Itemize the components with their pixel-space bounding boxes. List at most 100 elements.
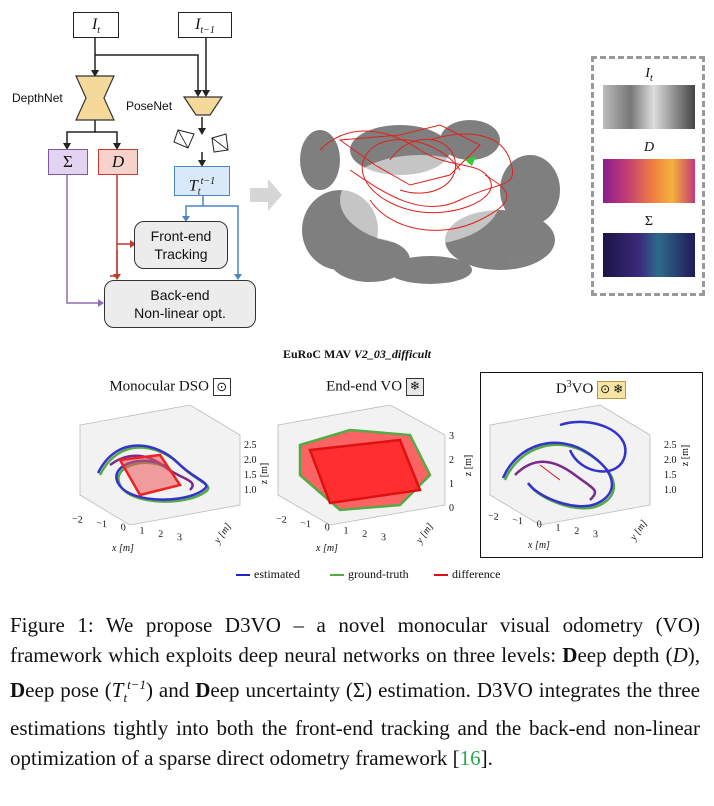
- caption-d2-bold: D: [10, 678, 26, 702]
- inset-image-label: It: [604, 66, 694, 84]
- input-prev-sub: t−1: [200, 25, 215, 37]
- mono-network-icon: ⊙ ❄: [597, 380, 627, 399]
- plot-2-z-tick: 0: [449, 503, 454, 514]
- depthnet-shape: [75, 75, 115, 121]
- pipeline-diagram: It It−1 DepthNet PoseNet Σ D Ttt−1 Front…: [0, 0, 260, 335]
- x-tick: 3: [592, 528, 598, 541]
- inset-image-sub: t: [649, 72, 653, 84]
- caption-d3-bold: D: [195, 678, 211, 702]
- inset-uncertainty-thumbnail: [603, 233, 695, 277]
- plot-1-z-tick: 1.0: [244, 485, 257, 496]
- x-tick: 0: [120, 521, 126, 534]
- panel-monocular-dso: Monocular DSO ⊙: [70, 370, 270, 560]
- panel-1-title-text: Monocular DSO: [109, 378, 209, 395]
- caption-d2-symbol: T: [111, 678, 124, 702]
- x-tick: −2: [72, 513, 83, 527]
- input-frame-current: It: [73, 12, 119, 38]
- plot-1-z-label: z [m]: [259, 462, 271, 485]
- caption-d2-sup: t−1: [127, 677, 146, 692]
- x-tick: 1: [139, 525, 145, 538]
- plot-3-z-tick: 1.5: [664, 470, 677, 481]
- caption-d2-close: ) and: [145, 678, 196, 702]
- inset-depth-label: D: [643, 140, 655, 155]
- inset-image-i: I: [645, 66, 650, 81]
- input-current-label: I: [91, 16, 98, 33]
- trajectory-plots: [79, 404, 651, 526]
- x-tick: −1: [512, 514, 524, 528]
- backend-line2: Non-linear opt.: [134, 305, 226, 321]
- results-title-sequence: V2_03_difficult: [353, 347, 432, 361]
- frontend-tracking-box: Front-end Tracking: [134, 221, 228, 269]
- caption-text-a: We propose D3VO – a novel monocular visu…: [10, 613, 700, 667]
- legend-swatch-ground-truth: [330, 573, 344, 576]
- plot-2-z-ticks: 3 2 1 0: [449, 425, 454, 521]
- plot-1-z-tick: 2.0: [244, 455, 257, 466]
- panel-1-title: Monocular DSO ⊙: [80, 378, 260, 396]
- legend-swatch-estimated: [236, 573, 250, 576]
- plot-2-x-label: x [m]: [316, 543, 338, 554]
- pose-sup: t−1: [200, 176, 216, 187]
- panel-3-title: D3VO ⊙ ❄: [501, 379, 681, 399]
- x-tick: 1: [343, 525, 349, 538]
- posenet-label: PoseNet: [126, 99, 173, 113]
- x-tick: 3: [176, 531, 182, 544]
- x-tick: 3: [380, 531, 386, 544]
- plot-1-z-ticks: 2.5 2.0 1.5 1.0: [244, 438, 257, 498]
- pipeline-connectors: [63, 37, 242, 307]
- plot-3-frame: [489, 404, 651, 526]
- legend-item-difference: difference: [434, 567, 500, 582]
- caption-d2-sub: t: [123, 690, 128, 706]
- legend-item-ground-truth: ground-truth: [330, 567, 409, 582]
- x-tick: 0: [536, 518, 542, 531]
- plot-2-z-tick: 3: [449, 431, 454, 442]
- caption-d1-bold: D: [562, 643, 578, 667]
- uncertainty-output: Σ: [48, 149, 88, 175]
- plot-2-z-tick: 1: [449, 479, 454, 490]
- caption-reference-link[interactable]: 16: [459, 746, 481, 771]
- input-prev-label: I: [195, 16, 201, 33]
- network-icon: ❄: [405, 378, 424, 396]
- legend-item-estimated: estimated: [236, 567, 300, 582]
- legend-label-estimated: estimated: [254, 567, 300, 581]
- frontend-line1: Front-end: [150, 228, 212, 244]
- inset-depth-thumbnail: [603, 159, 695, 203]
- legend: estimated ground-truth difference: [236, 567, 536, 585]
- plot-1-x-label: x [m]: [112, 543, 134, 554]
- plot-3-z-tick: 2.0: [664, 455, 677, 466]
- plot-1-z-tick: 1.5: [244, 470, 257, 481]
- x-tick: 2: [574, 525, 580, 538]
- pose-sub: t: [197, 186, 201, 198]
- inset-image-thumbnail: [603, 85, 695, 129]
- input-frame-previous: It−1: [178, 12, 232, 38]
- backend-line1: Back-end: [150, 287, 210, 303]
- pose-symbol: T: [188, 177, 198, 195]
- depthnet-label: DepthNet: [12, 91, 63, 105]
- backend-optimization-box: Back-end Non-linear opt.: [104, 280, 256, 328]
- caption-figure-label: Figure 1:: [10, 613, 94, 637]
- x-tick: 2: [362, 528, 368, 541]
- plot-3-z-tick: 1.0: [664, 485, 677, 496]
- figure-caption: Figure 1: We propose D3VO – a novel mono…: [10, 610, 700, 773]
- reconstruction-pointcloud: [300, 120, 560, 284]
- panel-3-title-d: D: [555, 381, 567, 397]
- x-tick: −1: [300, 517, 312, 531]
- caption-d1-close: ),: [687, 643, 700, 667]
- caption-d2-rest: eep pose (: [25, 678, 112, 702]
- panel-d3vo: D3VO ⊙ ❄: [480, 372, 703, 558]
- x-tick: 0: [324, 521, 330, 534]
- panel-2-title-text: End-end VO: [326, 378, 403, 395]
- panel-2-title: End-end VO ❄: [285, 378, 465, 396]
- pose-output: Ttt−1: [174, 166, 230, 198]
- depth-output: D: [98, 149, 138, 175]
- depth-symbol: D: [111, 152, 125, 171]
- mono-icon: ⊙: [212, 378, 231, 396]
- plot-3-z-ticks: 2.5 2.0 1.5 1.0: [664, 438, 677, 498]
- frontend-line2: Tracking: [154, 246, 208, 262]
- caption-d1-symbol: D: [672, 643, 688, 667]
- legend-label-ground-truth: ground-truth: [348, 567, 409, 581]
- panel-3-title-sup: 3: [566, 379, 572, 390]
- caption-d3-rest: eep uncertainty (Σ) estimation. D3VO int…: [10, 678, 700, 771]
- inset-uncertainty-label: Σ: [644, 214, 654, 229]
- plot-3-z-label: z [m]: [680, 444, 692, 467]
- caption-d1-rest: eep depth (: [577, 643, 673, 667]
